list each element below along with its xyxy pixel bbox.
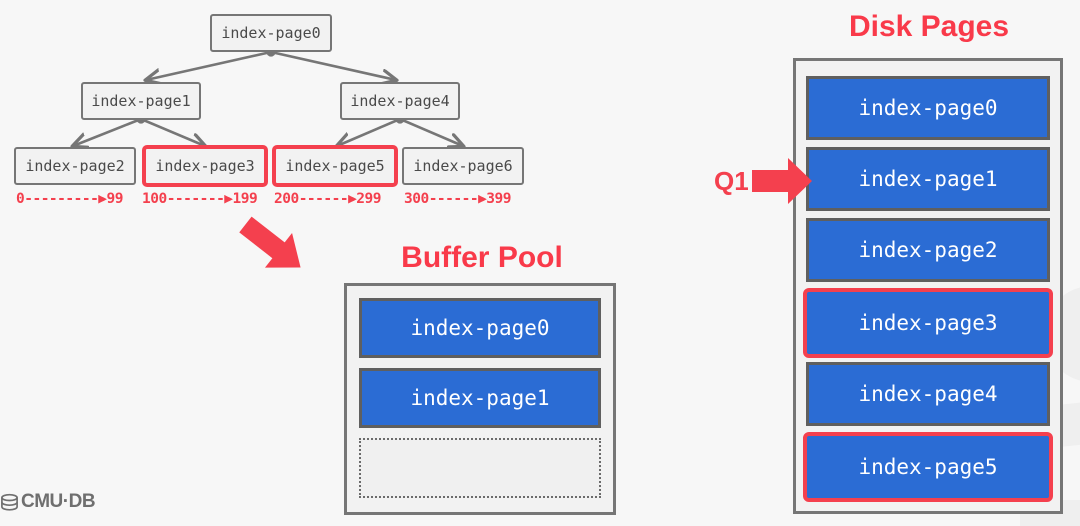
tree-leaf-2[interactable]: index-page5 <box>272 145 398 187</box>
tree-leaf-1[interactable]: index-page3 <box>142 145 268 187</box>
buffer-pool-slot-0[interactable]: index-page0 <box>359 298 601 358</box>
disk-pages-title: Disk Pages <box>848 10 1010 43</box>
disk-page-4[interactable]: index-page4 <box>806 362 1050 426</box>
tree-node-label: index-page2 <box>25 156 125 175</box>
leaf-range-2: 200------▶299 <box>274 191 382 207</box>
leaf-range-3: 300------▶399 <box>404 191 512 207</box>
tree-node-label: index-page4 <box>350 91 450 110</box>
tree-leaf-3[interactable]: index-page6 <box>402 147 524 185</box>
query-label-q1: Q1 <box>714 166 749 196</box>
tree-node-label: index-page5 <box>285 156 385 175</box>
leaf-range-1: 100-------▶199 <box>142 191 258 207</box>
page-label: index-page0 <box>410 315 550 340</box>
page-label: index-page1 <box>858 166 998 191</box>
fetch-arrow-to-buffer-pool <box>228 210 318 282</box>
tree-node-label: index-page0 <box>221 23 321 42</box>
b-plus-tree-diagram: index-page0 index-page1 index-page4 inde… <box>0 0 540 230</box>
buffer-pool-slot-1[interactable]: index-page1 <box>359 368 601 428</box>
query-arrow-to-disk-page1 <box>752 156 814 206</box>
disk-page-3[interactable]: index-page3 <box>803 288 1053 358</box>
page-label: index-page0 <box>858 95 998 120</box>
buffer-pool-slot-2-empty[interactable] <box>359 438 601 498</box>
disk-page-1[interactable]: index-page1 <box>806 147 1050 211</box>
database-icon <box>0 493 19 512</box>
page-label: index-page4 <box>858 381 998 406</box>
tree-node-label: index-page1 <box>91 91 191 110</box>
buffer-pool-title: Buffer Pool <box>401 241 563 274</box>
page-label: index-page3 <box>858 310 998 335</box>
disk-page-5[interactable]: index-page5 <box>803 432 1053 502</box>
tree-node-label: index-page3 <box>155 156 255 175</box>
disk-page-0[interactable]: index-page0 <box>806 76 1050 140</box>
page-label: index-page2 <box>858 237 998 262</box>
page-label: index-page5 <box>858 454 998 479</box>
disk-page-2[interactable]: index-page2 <box>806 218 1050 282</box>
tree-node-inner-1[interactable]: index-page4 <box>340 82 460 120</box>
page-label: index-page1 <box>410 385 550 410</box>
leaf-range-0: 0---------▶99 <box>16 191 124 207</box>
tree-node-label: index-page6 <box>413 156 513 175</box>
tree-node-root[interactable]: index-page0 <box>210 14 332 52</box>
cmu-db-logo: CMU·DB <box>0 491 96 513</box>
tree-leaf-0[interactable]: index-page2 <box>14 147 136 185</box>
tree-node-inner-0[interactable]: index-page1 <box>81 82 201 120</box>
logo-text: CMU·DB <box>21 491 96 512</box>
